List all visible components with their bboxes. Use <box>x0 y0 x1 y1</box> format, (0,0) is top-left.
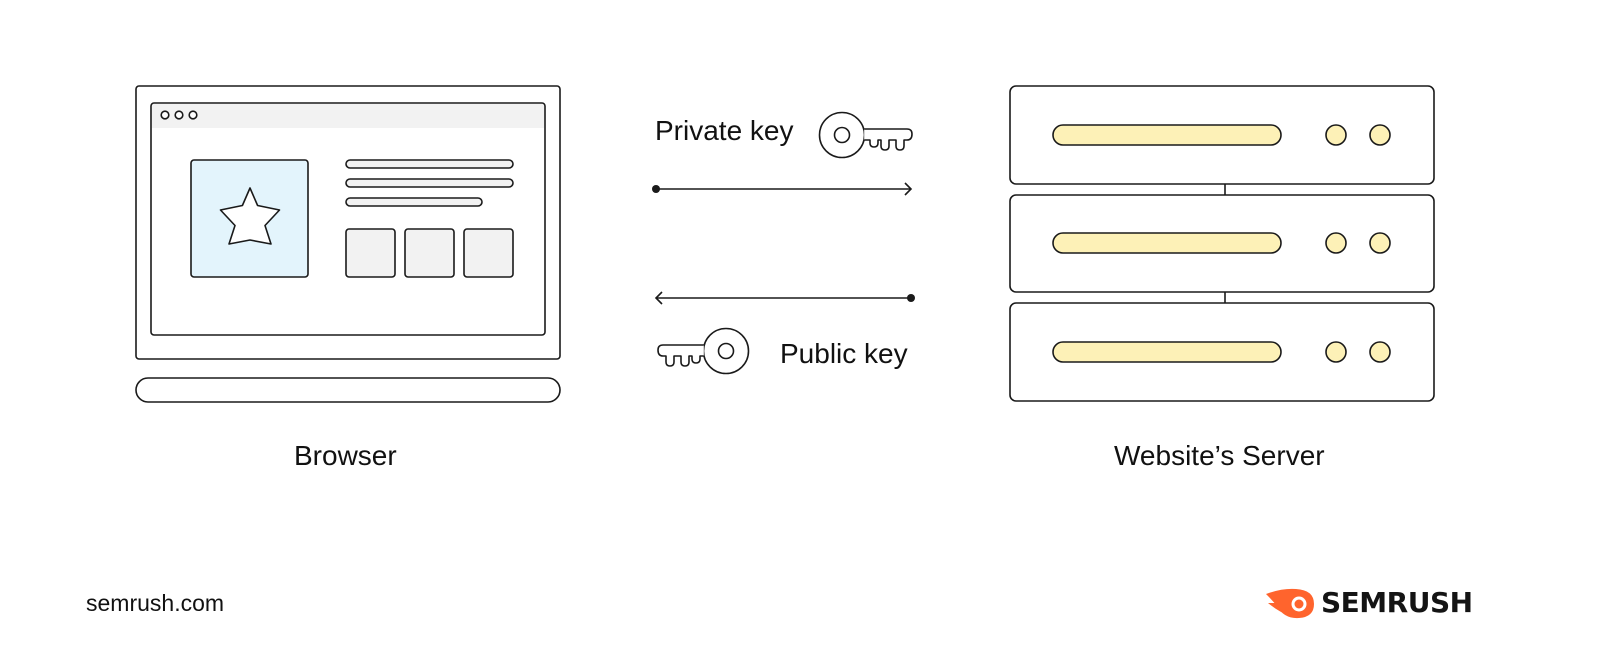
semrush-wordmark: SEMRUSH <box>1321 586 1473 619</box>
thumbnail-2 <box>404 228 455 278</box>
footer-domain: semrush.com <box>86 590 225 616</box>
server-rack-icon <box>1009 85 1435 402</box>
private-key-icon <box>818 111 913 159</box>
arrow-to-server <box>652 182 913 196</box>
server-unit-1 <box>1009 85 1435 185</box>
server-unit-3 <box>1009 302 1435 402</box>
public-key-label: Public key <box>780 338 908 369</box>
thumbnail-1 <box>345 228 396 278</box>
server-label: Website’s Server <box>1114 440 1325 471</box>
window-dot-2 <box>174 110 184 120</box>
laptop-base <box>135 377 561 403</box>
private-key-label: Private key <box>655 115 794 146</box>
arrow-to-browser <box>654 291 915 305</box>
public-key-icon <box>657 327 750 375</box>
text-line-3 <box>345 197 483 207</box>
star-icon <box>219 187 281 245</box>
semrush-logo-icon <box>1266 588 1314 619</box>
browser-titlebar <box>152 104 544 128</box>
server-unit-2 <box>1009 194 1435 293</box>
text-line-1 <box>345 159 514 169</box>
thumbnail-3 <box>463 228 514 278</box>
text-line-2 <box>345 178 514 188</box>
browser-laptop-icon <box>135 85 561 403</box>
window-dot-1 <box>160 110 170 120</box>
window-dot-3 <box>188 110 198 120</box>
browser-label: Browser <box>294 440 397 471</box>
